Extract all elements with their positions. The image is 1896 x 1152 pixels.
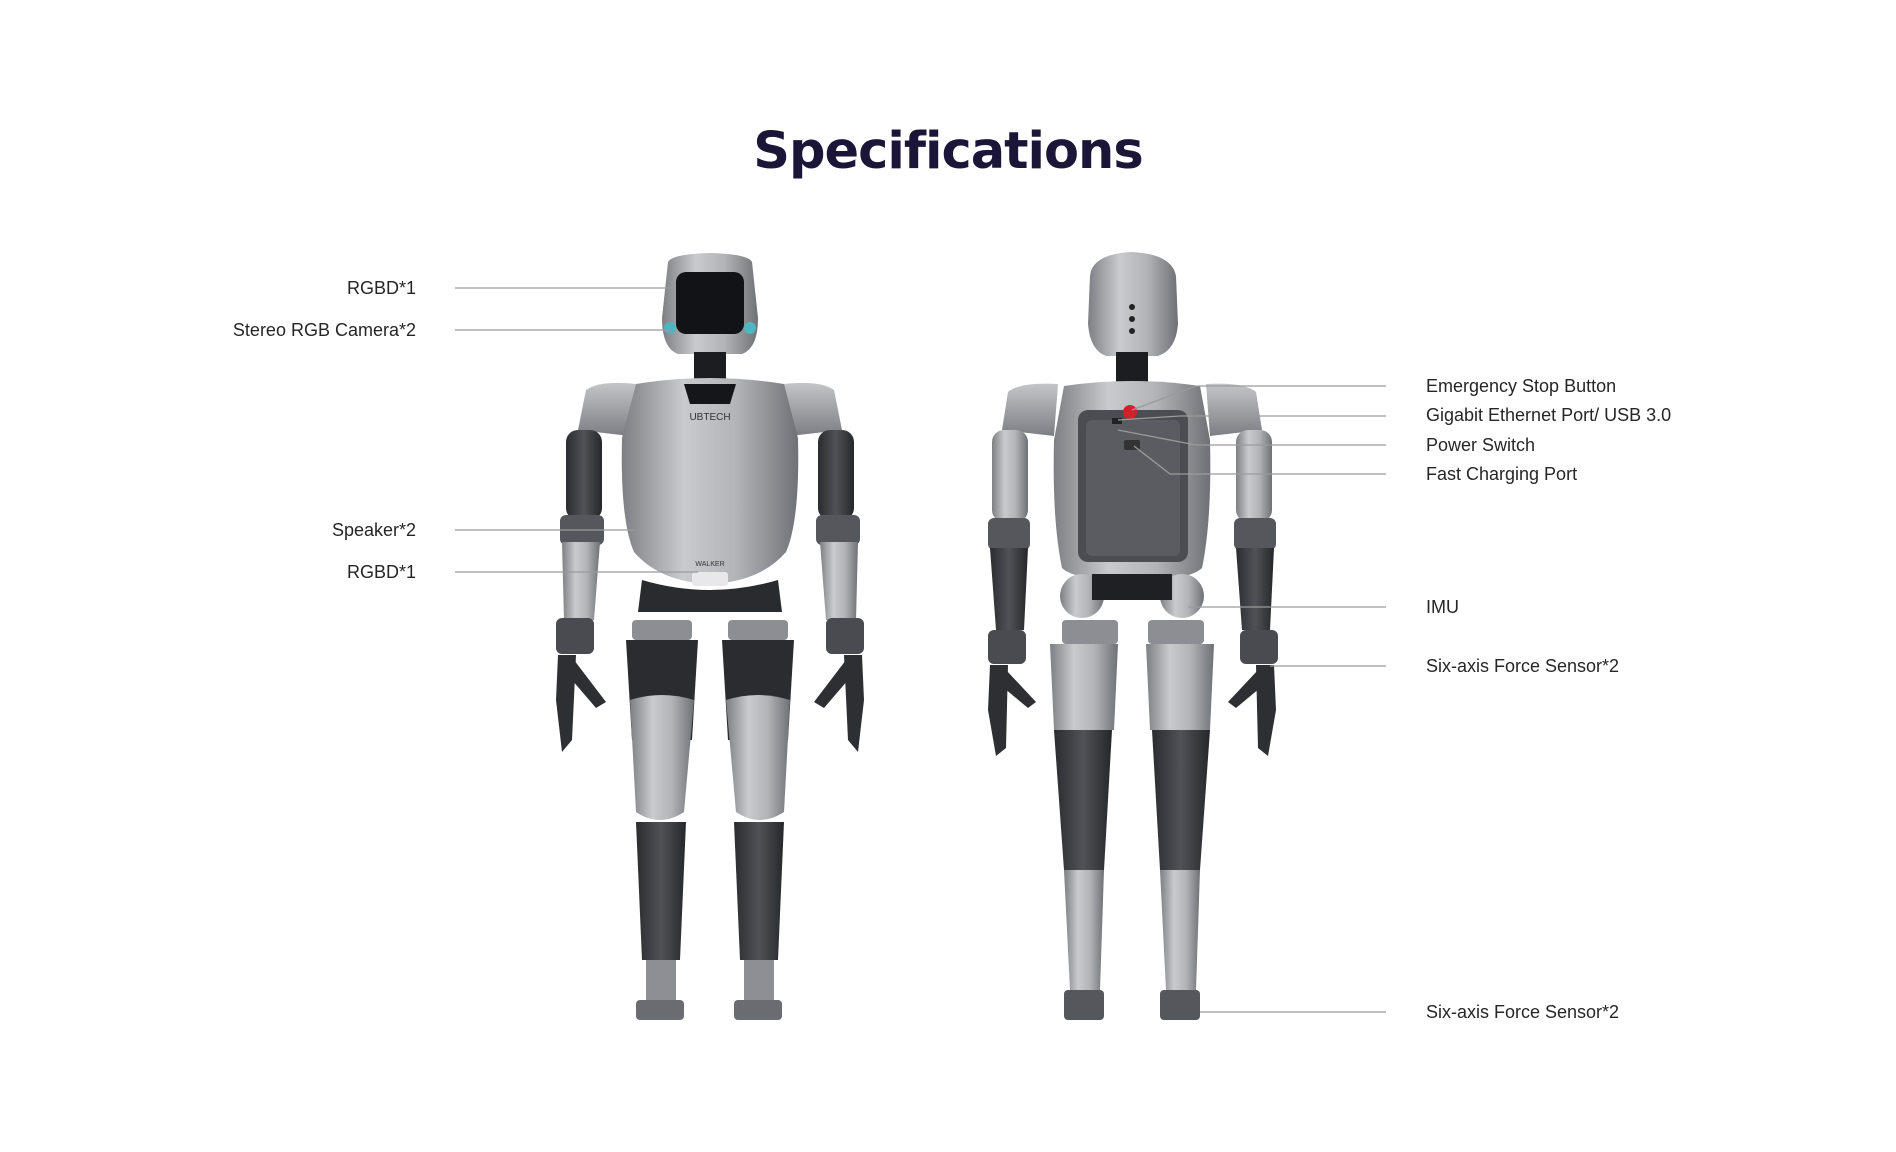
label-speaker: Speaker*2 <box>331 520 416 540</box>
label-power-switch: Power Switch <box>1426 435 1536 455</box>
ethernet-usb-port <box>1112 418 1122 424</box>
robot-front-leg-left <box>626 620 698 1020</box>
label-six-axis-force-sensor-ankle: Six-axis Force Sensor*2 <box>1426 1002 1620 1022</box>
robot-back-torso <box>1053 381 1211 582</box>
robot-front-view: UBTECH WALKER <box>556 253 864 1020</box>
robot-front-head <box>662 253 758 382</box>
leader-line-fast-charging <box>1133 445 1386 475</box>
robot-front-shoulder-left <box>578 382 636 436</box>
label-rgbd-chest: RGBD*1 <box>346 562 416 582</box>
robot-back-hips <box>1060 574 1204 618</box>
robot-back-shoulder-right <box>1206 383 1262 436</box>
robot-back-head <box>1088 252 1178 386</box>
robot-front-model-logo: WALKER <box>695 561 724 568</box>
label-imu: IMU <box>1426 597 1459 617</box>
robot-front-arm-right <box>814 430 864 752</box>
robot-back-arm-left <box>988 430 1036 756</box>
robot-front-brand-logo: UBTECH <box>689 412 730 423</box>
label-gigabit-ethernet-usb: Gigabit Ethernet Port/ USB 3.0 <box>1426 405 1672 425</box>
leader-line-power-switch <box>1117 429 1386 446</box>
page-title: Specifications <box>753 122 1143 181</box>
leader-lines <box>455 287 1386 1013</box>
label-fast-charging-port: Fast Charging Port <box>1426 464 1578 484</box>
robot-front-leg-right <box>722 620 794 1020</box>
leader-line-emergency-stop <box>1131 385 1386 411</box>
robot-back-leg-right <box>1146 620 1214 1020</box>
emergency-stop-button <box>1123 405 1137 419</box>
label-stereo-rgb-camera: Stereo RGB Camera*2 <box>232 320 416 340</box>
label-rgbd-head: RGBD*1 <box>346 278 416 298</box>
robot-back-arm-right <box>1228 430 1278 756</box>
robot-back-view <box>988 252 1278 1020</box>
robot-back-shoulder-left <box>1002 383 1058 436</box>
label-six-axis-force-sensor-wrist: Six-axis Force Sensor*2 <box>1426 656 1620 676</box>
robot-back-leg-left <box>1050 620 1118 1020</box>
robot-front-torso: UBTECH WALKER <box>621 378 799 586</box>
label-emergency-stop-button: Emergency Stop Button <box>1426 376 1617 396</box>
robot-front-shoulder-right <box>784 382 842 436</box>
robot-front-arm-left <box>556 430 606 752</box>
leader-line-ethernet-usb <box>1117 415 1386 421</box>
